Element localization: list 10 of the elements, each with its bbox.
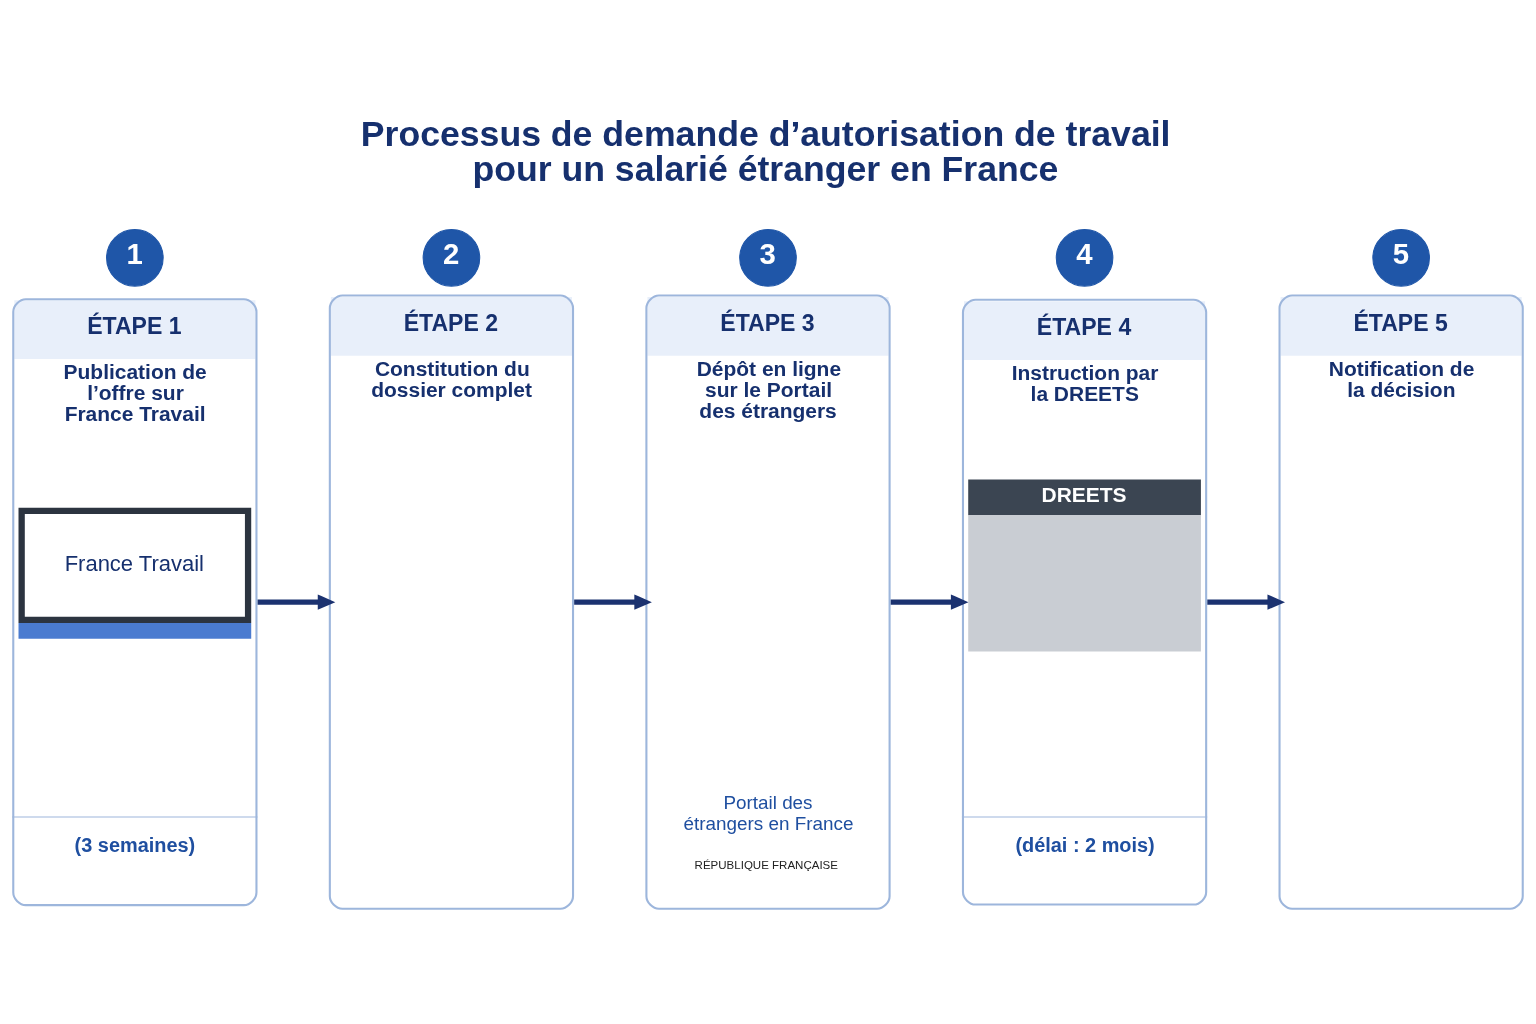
arrow xyxy=(257,594,336,610)
node-circle: 2 xyxy=(422,228,481,287)
node-circle: 5 xyxy=(1372,228,1430,287)
diagram-title: Processus de demande d’autorisation de travail pour un salarié étranger en France xyxy=(360,113,1171,190)
arrow xyxy=(574,594,652,610)
node-circle: 4 xyxy=(1055,228,1114,287)
arrow xyxy=(890,594,969,610)
arrow xyxy=(1207,594,1285,610)
node-circle: 3 xyxy=(739,228,797,287)
node-circle: 1 xyxy=(106,228,164,287)
